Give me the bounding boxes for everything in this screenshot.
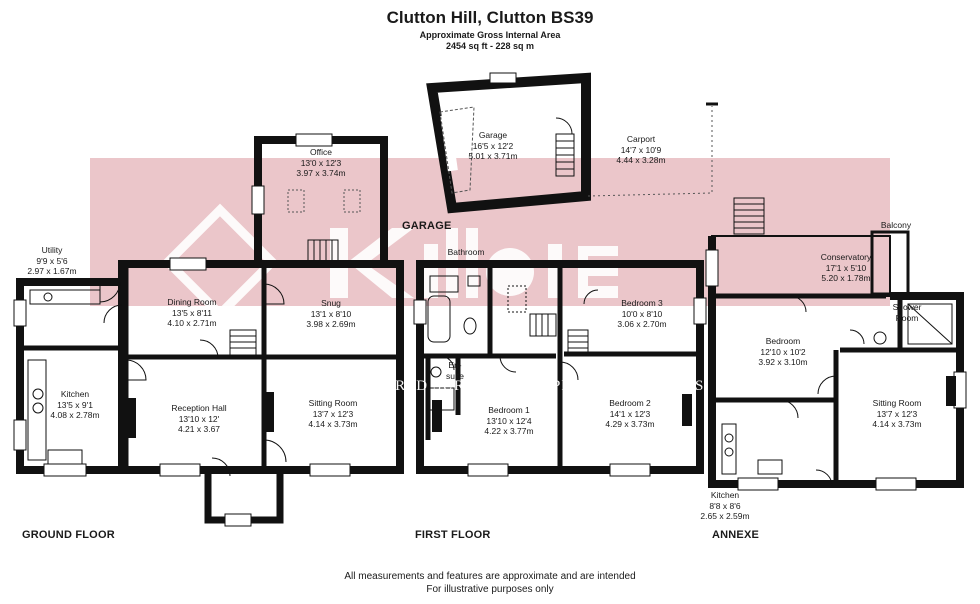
room-label-bathroom: Bathroom [447, 247, 485, 257]
garage-walls [426, 72, 591, 214]
annexe-windows [705, 249, 967, 491]
floor-label-annexe: ANNEXE [712, 529, 760, 541]
annexe-fittings [721, 303, 953, 475]
room-label-balcony: Balcony [880, 220, 912, 230]
annexe-doors [779, 295, 865, 487]
garage-stairs [555, 117, 575, 177]
kitchen-fittings [27, 289, 101, 465]
plan-title: Clutton Hill, Clutton BS39 [386, 8, 594, 27]
carport-outline [587, 106, 713, 197]
first-floor-stairs [529, 313, 589, 355]
floor-label-first: FIRST FLOOR [415, 529, 491, 541]
first-floor-walls [416, 260, 704, 474]
disclaimer-line-1: All measurements and features are approx… [344, 571, 636, 582]
floor-label-garage: GARAGE [402, 220, 452, 232]
annexe-fireplace [946, 376, 956, 406]
ground-floor-windows [13, 133, 351, 527]
room-label-ensuite: En-suite [446, 360, 464, 381]
area-value: 2454 sq ft - 228 sq m [445, 41, 535, 51]
porch-walls [204, 470, 284, 524]
area-label: Approximate Gross Internal Area [419, 30, 561, 40]
annexe-inner-walls [716, 293, 956, 480]
first-floor-windows [413, 297, 707, 477]
annexe-stairs [733, 197, 765, 235]
first-floor-doors [439, 289, 599, 381]
office-skylights [287, 189, 361, 213]
garage-vehicle-outline [439, 106, 475, 194]
disclaimer-line-2: For illustrative purposes only [426, 584, 554, 595]
first-floor-fireplaces [432, 394, 692, 432]
watermark-tagline: CHARTERED SURVEYORS & PROPERTY AGENTS [330, 378, 705, 394]
ground-floor-stairs [229, 239, 339, 357]
ground-floor-fireplaces [126, 392, 274, 438]
floor-label-ground: GROUND FLOOR [22, 529, 115, 541]
annexe-balcony [870, 230, 910, 296]
